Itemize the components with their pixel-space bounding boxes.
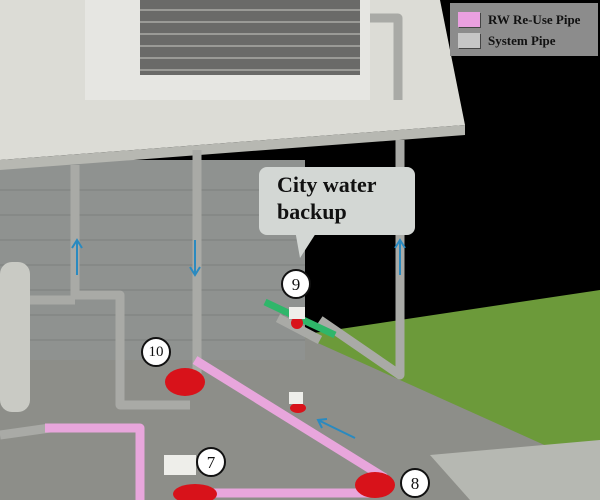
- legend: RW Re-Use Pipe System Pipe: [450, 3, 598, 56]
- grass: [300, 290, 600, 470]
- roof-slab-edge: [0, 125, 465, 170]
- sidewalk: [430, 440, 600, 500]
- rw-reuse-pipes: [45, 356, 388, 500]
- arrow-down-icon: [189, 240, 201, 277]
- marker-9: 9: [281, 269, 311, 299]
- legend-item-system-pipe: System Pipe: [458, 30, 598, 51]
- legend-label: RW Re-Use Pipe: [488, 11, 581, 27]
- legend-swatch-pink: [458, 12, 480, 27]
- marker-10: 10: [141, 337, 171, 367]
- flow-arrows: [71, 238, 406, 439]
- arrow-up-icon: [394, 238, 406, 275]
- legend-swatch-gray: [458, 33, 480, 48]
- valves: [165, 317, 395, 500]
- marker-7: 7: [196, 447, 226, 477]
- legend-label: System Pipe: [488, 32, 556, 48]
- brick-wall: [0, 160, 305, 360]
- meters: [164, 307, 305, 475]
- grille-slats: [140, 9, 360, 71]
- chiller-unit: [0, 262, 30, 412]
- legend-item-rw-reuse-pipe: RW Re-Use Pipe: [458, 9, 598, 30]
- arrow-left-icon: [316, 418, 356, 439]
- ac-unit-grille: [140, 0, 360, 75]
- callout-line-2: backup: [277, 199, 347, 224]
- arrow-up-icon: [71, 238, 83, 275]
- city-water-callout: City water backup: [259, 167, 415, 235]
- callout-tail: [295, 230, 318, 258]
- marker-8: 8: [400, 468, 430, 498]
- callout-line-1: City water: [277, 172, 377, 197]
